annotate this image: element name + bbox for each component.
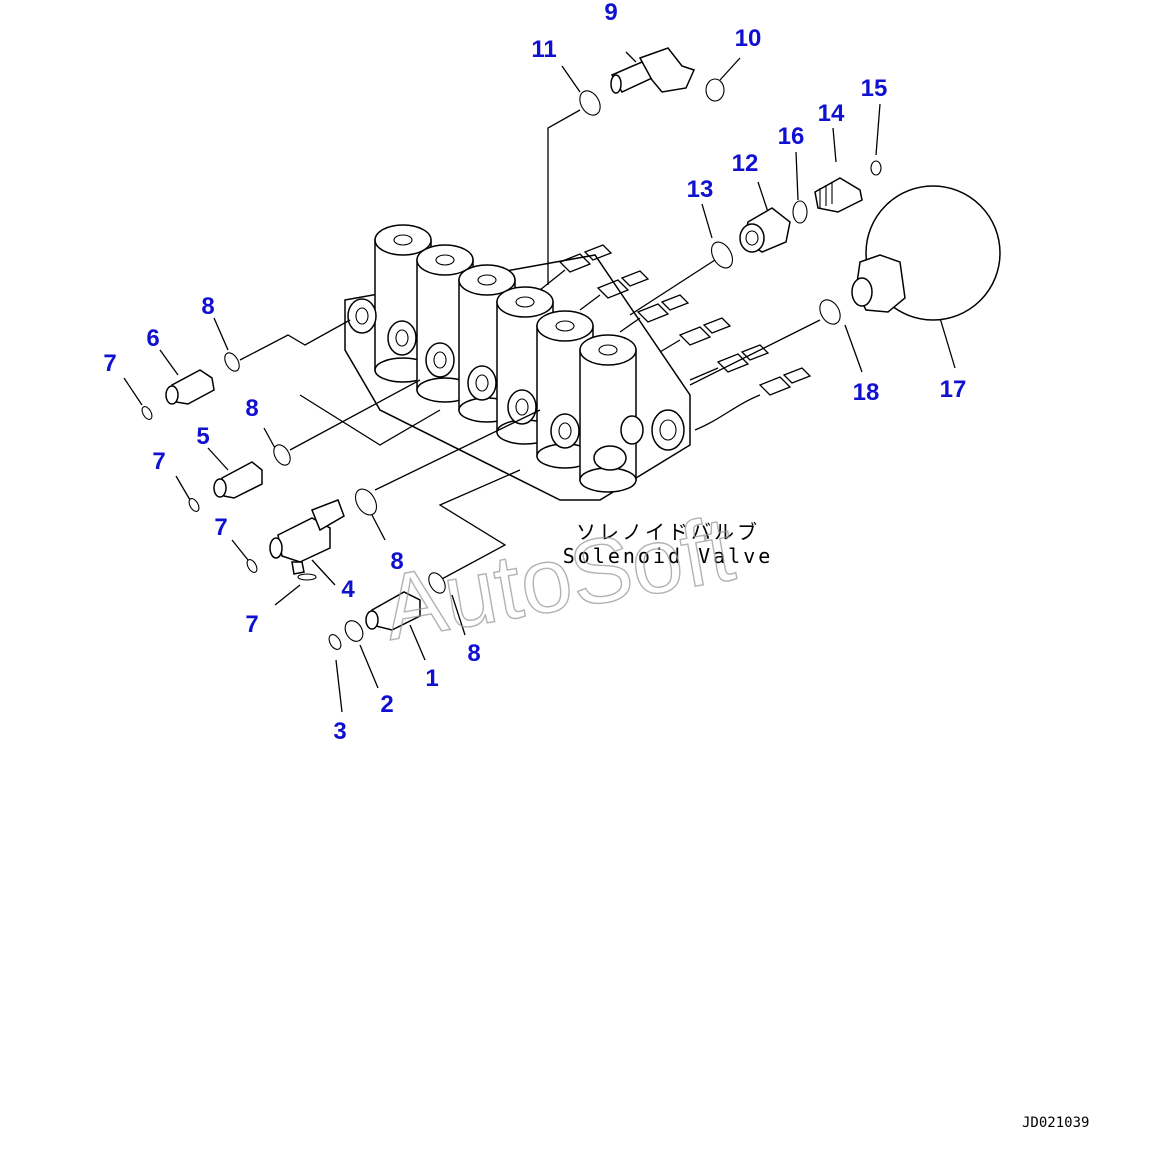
callout-7-a[interactable]: 7 xyxy=(103,350,116,377)
connectors xyxy=(539,244,812,431)
callout-11[interactable]: 11 xyxy=(531,36,556,63)
callout-7-d[interactable]: 7 xyxy=(245,611,258,638)
part-5-connector[interactable] xyxy=(213,461,263,499)
callout-8-a[interactable]: 8 xyxy=(201,293,214,320)
english-label: Solenoid Valve xyxy=(563,544,774,568)
callout-3[interactable]: 3 xyxy=(333,718,346,745)
callout-9[interactable]: 9 xyxy=(604,0,617,26)
callout-10[interactable]: 10 xyxy=(735,25,762,52)
solenoid-coils xyxy=(374,224,637,493)
callout-8-c[interactable]: 8 xyxy=(390,548,403,575)
part-1-connector[interactable] xyxy=(365,591,421,631)
callout-numbers: 1 2 3 4 5 6 7 7 7 7 8 8 8 8 9 10 11 12 1… xyxy=(103,0,966,745)
watermark: AutoSoft xyxy=(376,498,741,660)
callout-7-c[interactable]: 7 xyxy=(214,514,227,541)
callout-16[interactable]: 16 xyxy=(778,123,805,150)
callout-4[interactable]: 4 xyxy=(341,576,355,603)
callout-7-b[interactable]: 7 xyxy=(152,448,165,475)
callout-15[interactable]: 15 xyxy=(861,75,888,102)
callout-6[interactable]: 6 xyxy=(146,325,159,352)
callout-5[interactable]: 5 xyxy=(196,423,209,450)
fittings xyxy=(165,47,1001,631)
callout-8-b[interactable]: 8 xyxy=(245,395,258,422)
part-12-hex-plug[interactable] xyxy=(739,207,791,253)
callout-2[interactable]: 2 xyxy=(380,691,393,718)
callout-8-d[interactable]: 8 xyxy=(467,640,480,667)
callout-14[interactable]: 14 xyxy=(818,100,845,127)
part-6-connector[interactable] xyxy=(165,369,215,405)
part-9-elbow-fitting[interactable] xyxy=(610,47,696,94)
japanese-label: ソレノイドバルブ xyxy=(576,520,760,544)
callout-12[interactable]: 12 xyxy=(732,150,759,177)
leader-lines xyxy=(123,51,956,713)
part-4-tee-fitting[interactable] xyxy=(269,499,345,575)
o-rings xyxy=(141,78,882,650)
valve-ports xyxy=(347,298,685,471)
part-14-connector[interactable] xyxy=(814,177,863,213)
part-17-accumulator[interactable] xyxy=(851,185,1001,321)
drawing-code: JD021039 xyxy=(1022,1115,1089,1131)
callout-13[interactable]: 13 xyxy=(687,176,714,203)
callout-18[interactable]: 18 xyxy=(853,379,880,406)
callout-1[interactable]: 1 xyxy=(425,665,438,692)
callout-17[interactable]: 17 xyxy=(940,376,967,403)
solenoid-valve-assembly[interactable] xyxy=(344,224,812,501)
